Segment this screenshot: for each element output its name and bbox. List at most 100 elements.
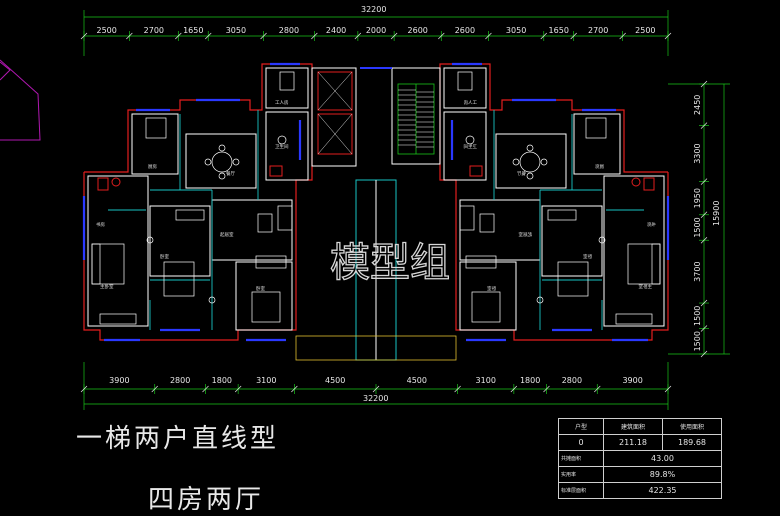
bathroom-wall <box>265 111 309 181</box>
schedule-row: 标准层面积 422.35 <box>558 482 722 499</box>
bed-icon <box>627 243 661 285</box>
bed-icon <box>91 243 125 285</box>
bed-icon <box>251 291 281 323</box>
dimension-tick-slash <box>390 32 398 40</box>
dimension-label: 1950 <box>693 188 702 208</box>
washer-icon <box>111 177 121 187</box>
bedroom-wall <box>541 205 603 277</box>
schedule-row-value: 422.35 <box>603 482 722 499</box>
room-label: 书房 <box>647 221 656 228</box>
lamp-icon <box>208 296 216 304</box>
toilet-icon <box>277 135 287 145</box>
lamp-icon <box>146 236 154 244</box>
chair-icon <box>512 158 520 166</box>
schedule-cell: 0 <box>558 434 604 451</box>
sink-icon <box>269 165 283 177</box>
schedule-row: 共摊面积 43.00 <box>558 450 722 467</box>
right-overall-dimension: 15900 <box>712 201 721 226</box>
toilet-icon <box>465 135 475 145</box>
desk-icon <box>175 209 205 221</box>
schedule-cell: 189.68 <box>662 434 722 451</box>
bed-headboard-icon <box>91 243 101 285</box>
fridge-icon <box>97 177 109 191</box>
dimension-tick-slash <box>311 32 318 40</box>
dimension-label: 2600 <box>455 26 475 35</box>
dimension-tick-slash <box>664 32 672 40</box>
bottom-dimension-chain <box>80 362 672 410</box>
dining-table-icon <box>211 151 233 173</box>
dimension-label: 1500 <box>693 331 702 351</box>
wardrobe-icon <box>99 313 137 325</box>
dimension-label: 3900 <box>109 376 129 385</box>
stove-icon <box>145 117 167 139</box>
core-stair-elevators <box>295 67 457 361</box>
room-label: 起居室 <box>220 231 234 238</box>
dimension-tick-slash <box>700 236 708 244</box>
dimension-tick-slash <box>175 32 182 40</box>
room-label: 卧室 <box>160 253 169 260</box>
room-label: 卧室 <box>583 253 592 260</box>
dimension-label: 3300 <box>693 143 702 163</box>
unit-exterior-wall <box>83 63 313 341</box>
dining-wall <box>185 133 257 189</box>
sofa-icon <box>255 255 287 269</box>
dimension-label: 3100 <box>476 376 496 385</box>
room-label: 书房 <box>96 221 105 228</box>
sink-icon <box>469 165 483 177</box>
wardrobe-icon <box>615 313 653 325</box>
dimension-tick-slash <box>540 32 548 40</box>
bed-icon <box>471 291 501 323</box>
dimension-tick-slash <box>126 32 133 40</box>
desk-icon <box>547 209 577 221</box>
dimension-label: 3050 <box>226 26 246 35</box>
armchair-icon <box>257 213 273 233</box>
dimension-tick-slash <box>570 32 577 40</box>
dimension-tick-slash <box>700 178 708 185</box>
dimension-tick-slash <box>354 32 362 40</box>
chair-icon <box>540 158 548 166</box>
dimension-tick-slash <box>664 385 672 393</box>
dimension-tick-slash <box>80 32 88 40</box>
dimension-tick-slash <box>485 32 492 40</box>
dimension-label: 1500 <box>693 217 702 237</box>
magenta-reference-lines <box>0 59 41 141</box>
chair-icon <box>218 144 226 152</box>
dimension-tick-slash <box>700 350 708 358</box>
unit-exterior-wall <box>439 63 669 341</box>
dimension-label: 1800 <box>212 376 232 385</box>
right-dimension-chain <box>668 80 730 358</box>
room-label: 工人房 <box>275 99 289 106</box>
schedule-header-cell: 建筑面积 <box>603 418 663 435</box>
dimension-tick-slash <box>204 32 212 40</box>
dimension-label: 3700 <box>693 261 702 281</box>
dimension-tick-slash <box>202 385 209 393</box>
bathroom-wall <box>443 111 487 181</box>
master-bedroom-wall <box>87 175 149 327</box>
room-label: 主卧室 <box>638 283 652 290</box>
washer-icon <box>631 177 641 187</box>
room-label: 主卧室 <box>100 283 114 290</box>
schedule-row-label: 标准层面积 <box>558 482 604 499</box>
area-schedule-table: 户型 建筑面积 使用面积 0 211.18 189.68 共摊面积 43.00 … <box>558 418 722 499</box>
dimension-label: 2000 <box>366 26 386 35</box>
dimension-label: 2700 <box>588 26 608 35</box>
bathtub-icon <box>279 71 295 91</box>
dimension-tick-slash <box>700 299 708 307</box>
dimension-tick-slash <box>700 122 708 129</box>
dimension-label: 4500 <box>325 376 345 385</box>
dimension-label: 2500 <box>96 26 116 35</box>
schedule-header-row: 户型 建筑面积 使用面积 <box>558 418 722 435</box>
tv-cabinet-icon <box>459 205 475 231</box>
top-dimension-chain <box>80 10 672 56</box>
master-bedroom-wall <box>603 175 665 327</box>
room-label: 卧室 <box>256 285 265 292</box>
sofa-icon <box>465 255 497 269</box>
dimension-label: 2800 <box>279 26 299 35</box>
dimension-tick-slash <box>700 211 708 219</box>
bathtub-icon <box>457 71 473 91</box>
schedule-row-value: 89.8% <box>603 466 722 483</box>
